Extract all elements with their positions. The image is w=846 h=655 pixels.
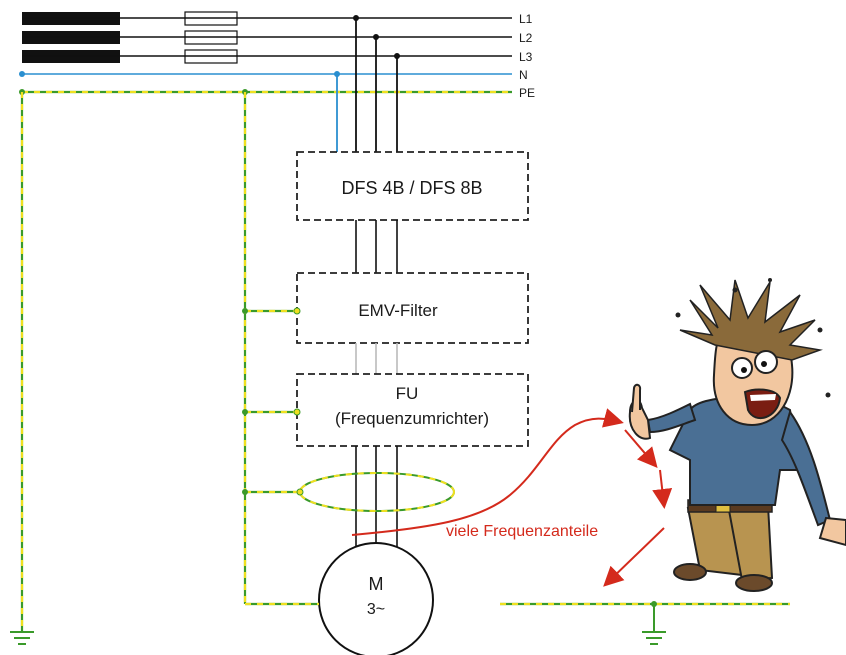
fu-pe-link bbox=[242, 408, 301, 416]
phase-lines bbox=[22, 17, 512, 57]
interference-arrow bbox=[351, 408, 624, 536]
dfs-box: DFS 4B / DFS 8B bbox=[296, 151, 529, 221]
fu-to-motor-lines bbox=[355, 446, 398, 556]
label-l1: L1 bbox=[519, 12, 533, 26]
motor-label-phases: 3~ bbox=[367, 601, 385, 618]
motor-symbol: M 3~ bbox=[318, 542, 434, 655]
motor-label-m: M bbox=[369, 574, 384, 594]
interference-arrow-2 bbox=[624, 429, 658, 469]
dfs-label: DFS 4B / DFS 8B bbox=[341, 178, 482, 198]
ground-symbol-icon bbox=[642, 631, 666, 645]
interference-arrow-3 bbox=[652, 469, 673, 509]
dfs-feed-lines bbox=[336, 18, 398, 152]
label-pe: PE bbox=[519, 86, 535, 100]
label-l2: L2 bbox=[519, 31, 533, 45]
earth-bar-right bbox=[500, 601, 790, 632]
emv-pe-link bbox=[242, 307, 301, 315]
label-l3: L3 bbox=[519, 50, 533, 64]
shield-pe-link bbox=[242, 488, 304, 496]
label-n: N bbox=[519, 68, 528, 82]
emv-label: EMV-Filter bbox=[358, 301, 438, 320]
dfs-to-emv-lines bbox=[355, 220, 398, 273]
fu-label-line1: FU bbox=[396, 384, 419, 403]
annotation-text: viele Frequenzanteile bbox=[446, 523, 598, 540]
emv-filter-box: EMV-Filter bbox=[296, 272, 529, 344]
ground-symbol-icon bbox=[10, 631, 34, 645]
fu-label-line2: (Frequenzumrichter) bbox=[335, 409, 489, 428]
emv-to-fu-lines bbox=[355, 343, 398, 374]
cable-shield-ellipse bbox=[299, 472, 455, 512]
fu-box: FU (Frequenzumrichter) bbox=[296, 373, 529, 447]
frightened-man-illustration bbox=[628, 278, 846, 592]
interference-arrow-4 bbox=[603, 527, 665, 587]
